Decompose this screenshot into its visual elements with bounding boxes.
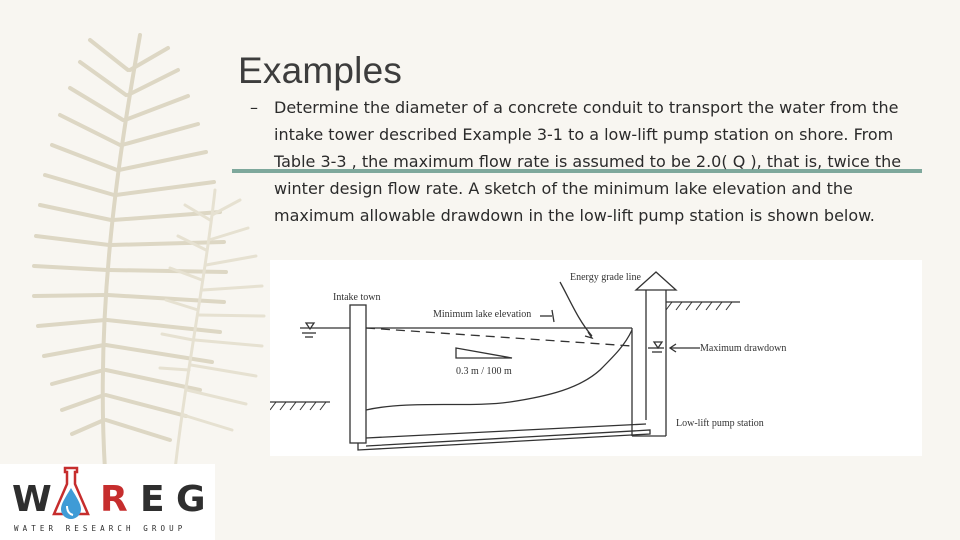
sketch-drawing: Energy grade line Intake town Minimum la… <box>270 271 786 451</box>
energy-grade-label: Energy grade line <box>570 272 641 283</box>
min-lake-elevation-label: Minimum lake elevation <box>433 309 531 320</box>
feather-decoration <box>32 33 266 472</box>
pump-station-label: Low-lift pump station <box>676 418 764 429</box>
logo-subtitle: WATER RESEARCH GROUP <box>14 524 187 533</box>
intake-pump-sketch: Energy grade line Intake town Minimum la… <box>270 260 922 456</box>
bullet-text: Determine the diameter of a concrete con… <box>274 98 902 225</box>
conduit-shape <box>357 429 651 451</box>
max-drawdown-label: Maximum drawdown <box>700 343 786 354</box>
intake-tower-shape <box>349 304 367 444</box>
logo-letter-w: W <box>12 479 52 520</box>
logo-letter-r: R <box>100 479 128 520</box>
flask-drop-icon <box>52 466 90 519</box>
lake-bed <box>365 329 633 411</box>
intake-tower-label: Intake town <box>333 292 381 303</box>
slope-label: 0.3 m / 100 m <box>456 366 512 377</box>
title-divider <box>232 169 922 173</box>
logo-letter-g: G <box>176 479 206 520</box>
logo-letter-e: E <box>140 479 165 520</box>
wreg-logo: W R E G WATER RESEARCH GROUP <box>0 464 215 540</box>
bullet-item: – Determine the diameter of a concrete c… <box>250 94 930 229</box>
slide-title: Examples <box>238 50 403 91</box>
bullet-marker: – <box>250 98 258 117</box>
